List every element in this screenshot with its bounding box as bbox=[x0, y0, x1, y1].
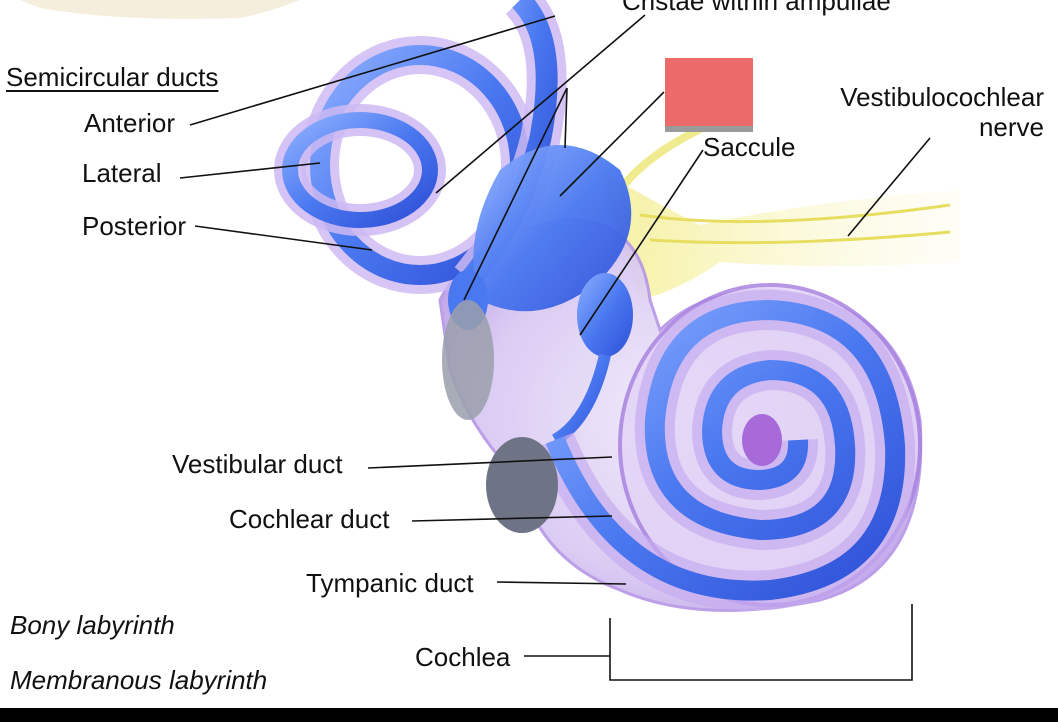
oval-window-shape bbox=[442, 300, 494, 420]
leader-lines bbox=[179, 14, 931, 681]
bottom-black-bar bbox=[0, 708, 1058, 722]
label-anterior: Anterior bbox=[84, 108, 176, 138]
label-cochlear-duct: Cochlear duct bbox=[229, 504, 390, 534]
label-cochlea: Cochlea bbox=[415, 642, 511, 672]
label-cristae-within-ampullae: Cristae within ampullae bbox=[622, 0, 891, 16]
legend-membranous-labyrinth: Membranous labyrinth bbox=[10, 665, 268, 695]
label-vestibulocochlear-nerve: Vestibulocochlear nerve bbox=[812, 82, 1044, 142]
label-tympanic-duct: Tympanic duct bbox=[306, 568, 474, 598]
cranial-fragment bbox=[20, 0, 300, 19]
redacted-label-box bbox=[665, 58, 753, 126]
label-vestibulocochlear-line2: nerve bbox=[978, 112, 1044, 142]
label-vestibular-duct: Vestibular duct bbox=[172, 449, 343, 479]
cochlea-spiral-shape bbox=[536, 289, 916, 611]
label-posterior: Posterior bbox=[82, 211, 187, 241]
label-semicircular-ducts: Semicircular ducts bbox=[6, 62, 219, 92]
label-vestibulocochlear-line1: Vestibulocochlear bbox=[840, 82, 1044, 112]
legend-bony-labyrinth: Bony labyrinth bbox=[10, 610, 175, 640]
label-saccule: Saccule bbox=[703, 132, 796, 162]
label-lateral: Lateral bbox=[82, 158, 162, 188]
